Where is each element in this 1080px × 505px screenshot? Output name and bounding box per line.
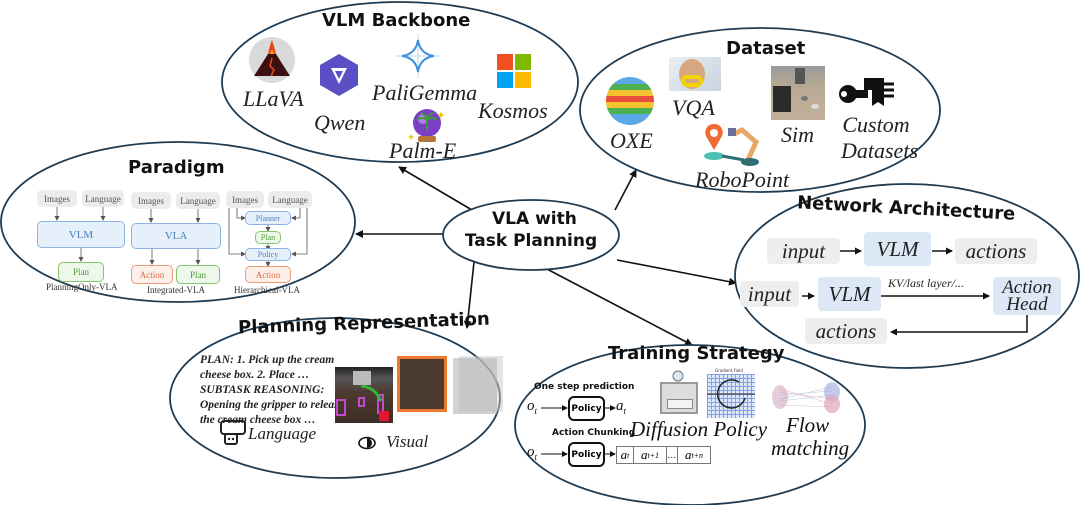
dataset-name-robopoint: RoboPoint (695, 167, 790, 192)
plan-text-line: SUBTASK REASONING: (200, 384, 325, 396)
model-name-qwen: Qwen (314, 110, 366, 135)
microsoft-squares-icon (497, 54, 531, 88)
visual-scene-image (335, 367, 393, 423)
sim-robot-photo (771, 66, 825, 120)
arrow-to-dataset (614, 169, 637, 211)
paradigm-action-box-3: Action (245, 266, 291, 283)
crystal-ball-palm-icon (408, 109, 445, 142)
na-row1-input: input (767, 238, 840, 264)
dataset-name-vqa: VQA (672, 95, 715, 120)
model-name-palm-e: Palm-E (389, 138, 457, 163)
diffusion-top-node-icon (672, 370, 684, 382)
diffusion-policy-label: Diffusion Policy (630, 417, 768, 441)
paradigm-plan-box-1: Plan (58, 262, 104, 282)
vlm-backbone-ellipse (221, 1, 579, 163)
flow-matching-label-line2: matching (771, 436, 850, 460)
center-title-line1: VLA with (492, 209, 577, 229)
paradigm-input-images-1: Images (37, 190, 77, 207)
arrow-to-network-architecture (616, 259, 737, 286)
paradigm-plan-box-2: Plan (176, 265, 220, 284)
na-action-head-line2: Head (1006, 294, 1048, 315)
paradigm-input-language-3: Language (268, 191, 312, 208)
paradigm-planner-box: Planner (245, 211, 291, 225)
na-row2-input: input (740, 281, 799, 307)
na-row1-vlm: VLM (864, 232, 931, 266)
paradigm-plan-box-3: Plan (255, 231, 281, 244)
eye-icon (358, 436, 376, 450)
paradigm-vla-box: VLA (131, 223, 221, 249)
paradigm-policy-box: Policy (245, 248, 291, 261)
paradigm-caption-planning-only: PlanningOnly-VLA (46, 282, 118, 292)
paradigm-caption-hierarchical: Hierarchical-VLA (234, 285, 300, 295)
planning-visual-label: Visual (386, 432, 429, 451)
plan-text-line: Opening the gripper to release (200, 399, 344, 411)
visual-frame-stack (397, 356, 503, 416)
na-action-head: Action Head (993, 277, 1061, 315)
paradigm-input-language-1: Language (82, 190, 124, 207)
qwen-hexagon-icon (320, 54, 358, 96)
policy-box-chunking: Policy (568, 442, 605, 467)
gradient-field-title: Gradient Field (715, 368, 743, 373)
visual-frame-highlighted (397, 356, 447, 412)
na-action-head-line1: Action (1002, 277, 1052, 298)
arrow-to-training-strategy (544, 267, 693, 346)
paradigm-input-images-2: Images (131, 192, 171, 209)
plan-text-line: cheese box. 2. Place … (200, 369, 310, 381)
paradigm-vlm-box: VLM (37, 221, 125, 248)
one-step-prediction-label: One step prediction (534, 382, 635, 392)
action-chunking-label: Action Chunking (552, 428, 636, 438)
policy-box-one-step: Policy (568, 396, 605, 421)
na-row2-vlm: VLM (818, 277, 881, 311)
obs-ot-1: ot (527, 398, 538, 416)
flow-matching-visual (772, 382, 840, 413)
paradigm-input-language-2: Language (176, 192, 220, 209)
na-row1-actions: actions (955, 238, 1037, 264)
dataset-name-custom-datasets: Custom Datasets (841, 112, 918, 163)
na-row2-actions: actions (805, 318, 887, 344)
arrow-to-vlm-backbone (398, 166, 473, 211)
dataset-name-custom-line: Custom Datasets (841, 112, 918, 164)
arrow-to-planning-representation (463, 261, 475, 329)
na-edge-label: KV/last layer/... (888, 276, 964, 290)
chat-robot-icon (220, 420, 246, 445)
plan-text-block: PLAN: 1. Pick up the cream cheese box. 2… (200, 353, 344, 428)
center-ellipse (442, 199, 620, 271)
model-name-paligemma: PaliGemma (372, 80, 478, 105)
plan-text-line: PLAN: 1. Pick up the cream (200, 354, 335, 366)
model-name-kosmos: Kosmos (478, 98, 548, 123)
paradigm-title: Paradigm (128, 157, 225, 178)
vlm-backbone-title: VLM Backbone (322, 10, 471, 31)
center-title-line2: Task Planning (464, 231, 598, 251)
training-strategy-title: Training Strategy (608, 343, 785, 364)
wrench-certificate-icon (839, 78, 894, 106)
action-at: at (616, 398, 627, 416)
dataset-name-sim: Sim (781, 122, 814, 147)
map-pin-robot-arm-icon (704, 124, 760, 166)
vqa-photo (669, 57, 721, 91)
striped-globe-icon (606, 77, 654, 125)
paradigm-input-images-3: Images (226, 191, 264, 208)
diffusion-architecture-diagram (660, 382, 698, 414)
plan-text-line: the cream cheese box … (200, 414, 316, 426)
planning-language-label: Language (248, 424, 316, 443)
paradigm-caption-integrated: Integrated-VLA (147, 285, 205, 295)
sparkle-star-icon (396, 34, 440, 78)
dataset-title: Dataset (726, 38, 806, 59)
paradigm-action-box-2: Action (131, 265, 173, 284)
model-name-llava: LLaVA (243, 86, 304, 111)
volcano-icon (249, 37, 295, 83)
gradient-field-plot (707, 374, 755, 418)
obs-ot-2: ot (527, 444, 538, 462)
flow-matching-label-line1: Flow (786, 413, 830, 437)
dataset-name-oxe: OXE (610, 128, 653, 153)
